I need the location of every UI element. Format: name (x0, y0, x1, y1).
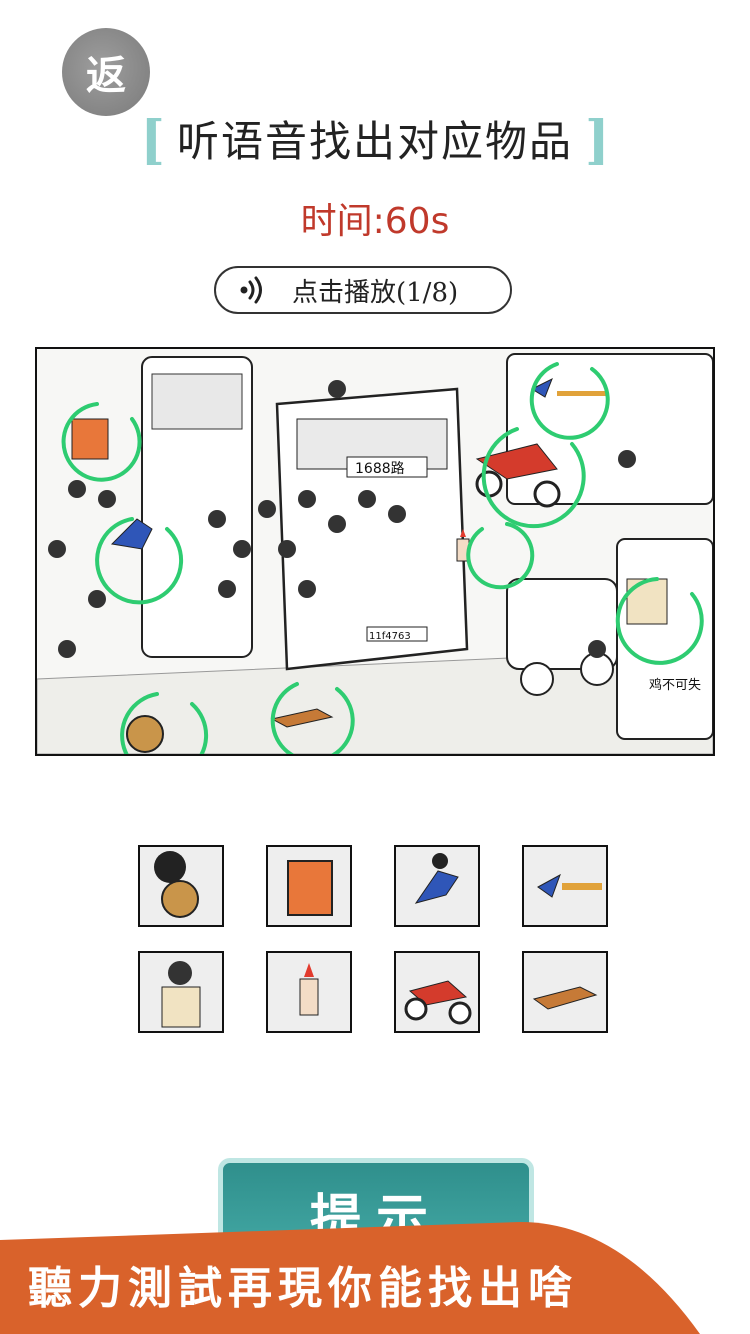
shop-sign-text: 鸡不可失 (649, 677, 701, 693)
timer-label: 时间:60s (300, 201, 450, 242)
drum-thumb[interactable] (138, 845, 224, 927)
dog-icon (524, 953, 606, 1031)
back-label: 返 (86, 52, 126, 99)
bird-icon (524, 847, 606, 925)
orange-box-thumb[interactable] (266, 845, 352, 927)
lighter-icon (268, 953, 350, 1031)
running-boy-thumb[interactable] (394, 845, 480, 927)
page-title: 听语音找出对应物品 (176, 117, 573, 166)
bus-plate-text: 11f4763 (369, 631, 411, 642)
boy-icon (396, 847, 478, 925)
scene-illustration: 1688路 11f4763 鸡不可失 (37, 349, 713, 754)
woman-icon (140, 953, 222, 1031)
title-bracket-left: [ (140, 110, 165, 171)
dog-thumb[interactable] (522, 951, 608, 1033)
lighter-thumb[interactable] (266, 951, 352, 1033)
promo-banner (0, 1222, 700, 1334)
play-audio-button[interactable]: 点击播放(1/8) (214, 266, 512, 314)
back-button[interactable]: 返 (62, 28, 150, 116)
drum-icon (140, 847, 222, 925)
bus-route-text: 1688路 (355, 461, 405, 477)
woman-passenger-thumb[interactable] (138, 951, 224, 1033)
red-motorcycle-thumb[interactable] (394, 951, 480, 1033)
promo-banner-text: 聽力測試再現你能找出啥 (28, 1263, 578, 1314)
blue-bird-thumb[interactable] (522, 845, 608, 927)
title-bracket-right: ] (585, 110, 610, 171)
motorcycle-icon (396, 953, 478, 1031)
hidden-object-scene[interactable]: 1688路 11f4763 鸡不可失 (35, 347, 715, 756)
box-icon (268, 847, 350, 925)
title-bar: [听语音找出对应物品] (0, 108, 750, 171)
sound-icon (240, 276, 262, 304)
play-audio-label: 点击播放(1/8) (292, 277, 459, 308)
